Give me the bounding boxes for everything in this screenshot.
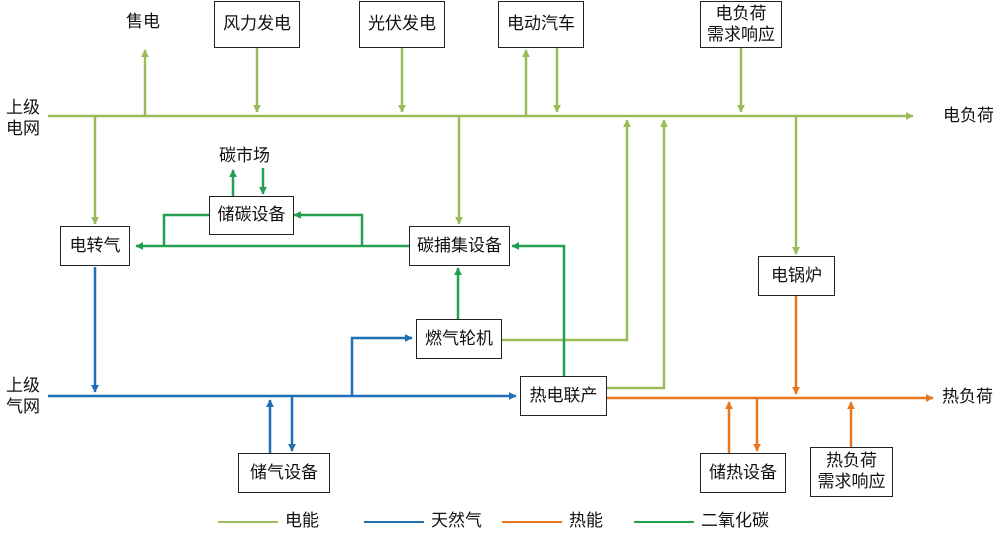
gas-turbine-box: 燃气轮机 — [416, 319, 502, 359]
gas-flows — [48, 267, 517, 453]
legend-heat-swatch — [502, 521, 562, 523]
flow-ccs-to-cs — [293, 211, 364, 246]
legend-co2-label: 二氧化碳 — [701, 511, 769, 531]
flow-chp-to-ccs — [511, 242, 566, 376]
heat-flows — [607, 296, 934, 453]
legend-co2-swatch — [634, 521, 694, 523]
legend-heat-label: 热能 — [569, 511, 603, 531]
sell-power-label: 售电 — [126, 12, 160, 32]
heat-load-label: 热负荷 — [942, 387, 993, 407]
electric-demand-response-box: 电负荷 需求响应 — [700, 1, 782, 48]
electric-boiler-box: 电锅炉 — [758, 256, 835, 296]
gas-storage-box: 储气设备 — [238, 453, 330, 493]
flow-chp-to-bus — [607, 119, 668, 390]
flow-gt-to-bus — [502, 119, 631, 342]
carbon-storage-box: 储碳设备 — [209, 196, 294, 235]
upper-grid-label: 上级 电网 — [6, 98, 40, 139]
electric-flows — [48, 48, 914, 390]
carbon-flows — [135, 168, 566, 376]
chp-box: 热电联产 — [520, 376, 607, 416]
heat-demand-response-box: 热负荷 需求响应 — [810, 447, 893, 497]
wind-power-box: 风力发电 — [214, 1, 300, 48]
carbon-market-label: 碳市场 — [219, 146, 270, 166]
legend-gas-swatch — [364, 521, 424, 523]
legend-electric-swatch — [218, 521, 278, 523]
power-to-gas-box: 电转气 — [60, 226, 130, 266]
ev-box: 电动汽车 — [498, 1, 584, 48]
carbon-capture-box: 碳捕集设备 — [409, 226, 510, 266]
legend-electric-label: 电能 — [285, 511, 319, 531]
heat-storage-box: 储热设备 — [700, 453, 786, 493]
electric-load-label: 电负荷 — [943, 106, 994, 126]
legend-gas-label: 天然气 — [431, 511, 482, 531]
upper-gas-label: 上级 气网 — [6, 376, 40, 417]
flow-gas-to-gt — [350, 334, 413, 396]
pv-power-box: 光伏发电 — [359, 1, 445, 48]
flow-cs-to-p2g-branch — [162, 213, 209, 246]
